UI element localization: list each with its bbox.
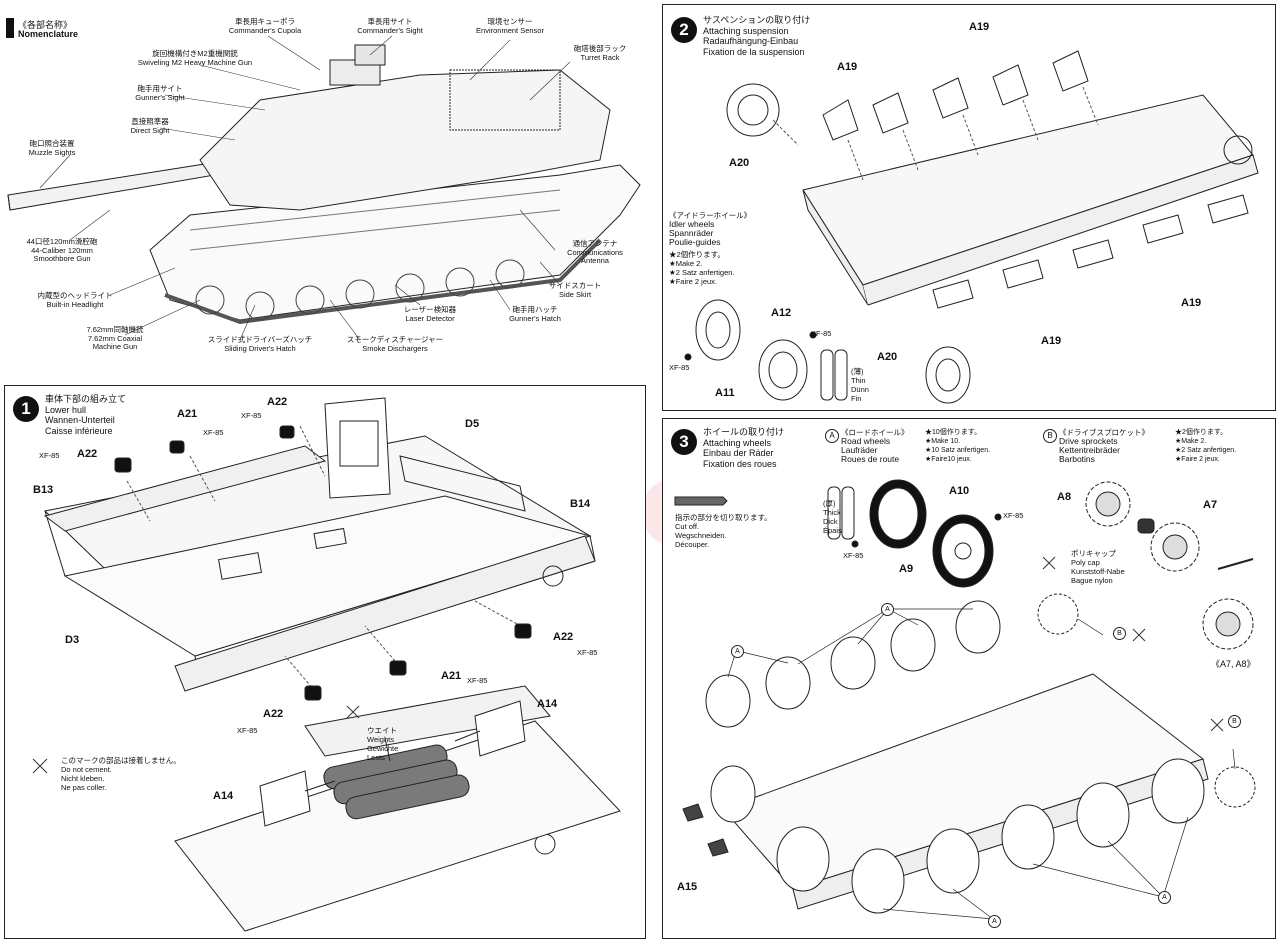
- nomenclature-marker: [6, 18, 14, 38]
- lower-hull-diagram: [32, 397, 621, 932]
- callout-a-bottom-right: A: [1158, 891, 1171, 904]
- drive-sprocket-title: 《ドライブスプロケット》 Drive sprockets Kettentreib…: [1059, 428, 1149, 464]
- part-a12: A12: [771, 307, 792, 319]
- part-a20-top: A20: [729, 157, 750, 169]
- part-a19-top: A19: [969, 21, 990, 33]
- paint-a21-bottom: XF-85: [467, 676, 488, 685]
- part-b14: B14: [570, 498, 591, 510]
- part-a11: A11: [715, 387, 735, 399]
- part-a19-left: A19: [837, 61, 858, 73]
- drive-sprocket-qty: ★2個作ります。★Make 2.★2 Satz anfertigen.★Fair…: [1175, 429, 1237, 463]
- part-a22-top: A22: [267, 396, 288, 408]
- nomenclature-section: 《各部名称》 Nomenclature: [0, 0, 650, 385]
- part-a7: A7: [1203, 499, 1218, 511]
- paint-a11: XF-85: [669, 363, 690, 372]
- cut-off-note: 指示の部分を切り取ります。Cut off.Wegschneiden.Découp…: [675, 513, 772, 549]
- paint-a22-top: XF-85: [241, 411, 262, 420]
- part-a22-bottom: A22: [263, 708, 284, 720]
- part-a14-left: A14: [213, 790, 234, 802]
- part-a22-right: A22: [553, 631, 574, 643]
- step-2-number: 2: [671, 17, 697, 43]
- paint-a10: XF-85: [1003, 511, 1024, 520]
- callout-a-left: A: [731, 645, 744, 658]
- paint-a21-top: XF-85: [203, 428, 224, 437]
- part-b13: B13: [33, 484, 54, 496]
- paint-a22-left: XF-85: [39, 451, 60, 460]
- drive-sprocket-letter: B: [1043, 429, 1057, 443]
- paint-a22-right: XF-85: [577, 648, 598, 657]
- part-d5: D5: [465, 418, 480, 430]
- part-a22-left: A22: [77, 448, 98, 460]
- part-d3: D3: [65, 634, 80, 646]
- road-wheel-letter: A: [825, 429, 839, 443]
- nomenclature-title-jp: 《各部名称》: [18, 20, 73, 30]
- tank-illustration: [7, 35, 641, 341]
- part-a21-top: A21: [177, 408, 198, 420]
- part-a10: A10: [949, 485, 970, 497]
- callout-a-top: A: [881, 603, 894, 616]
- idler-note: 《アイドラーホイール》 Idler wheels Spannräder Poul…: [669, 211, 752, 286]
- part-a14-right: A14: [537, 698, 558, 710]
- part-a19-bottom: A19: [1041, 335, 1062, 347]
- part-a19-bottom-right: A19: [1181, 297, 1202, 309]
- step-3-number: 3: [671, 429, 697, 455]
- callout-b-top: B: [1113, 627, 1126, 640]
- step-1-number: 1: [13, 396, 39, 422]
- part-a7-a8-label: 《A7, A8》: [1211, 659, 1256, 669]
- part-a20-bottom: A20: [877, 351, 898, 363]
- part-a21-bottom: A21: [441, 670, 462, 682]
- road-wheel-qty: ★10個作ります。★Make 10.★10 Satz anfertigen.★F…: [925, 429, 991, 463]
- no-cement-note: このマークの部品は接着しません。Do not cement.Nicht kleb…: [61, 756, 181, 792]
- nomenclature-title-en: Nomenclature: [18, 29, 79, 39]
- callout-a-bottom: A: [988, 915, 1001, 928]
- paint-a12: XF-85: [811, 329, 832, 338]
- paint-a9: XF-85: [843, 551, 864, 560]
- part-a8: A8: [1057, 491, 1072, 503]
- part-a15: A15: [677, 881, 698, 893]
- suspension-diagram: [684, 50, 1259, 404]
- part-a9: A9: [899, 563, 914, 575]
- road-wheel-title: 《ロードホイール》 Road wheels Laufräder Roues de…: [841, 428, 909, 464]
- paint-a22-bottom: XF-85: [237, 726, 258, 735]
- callout-b-right: B: [1228, 715, 1241, 728]
- wheels-diagram: [674, 479, 1256, 920]
